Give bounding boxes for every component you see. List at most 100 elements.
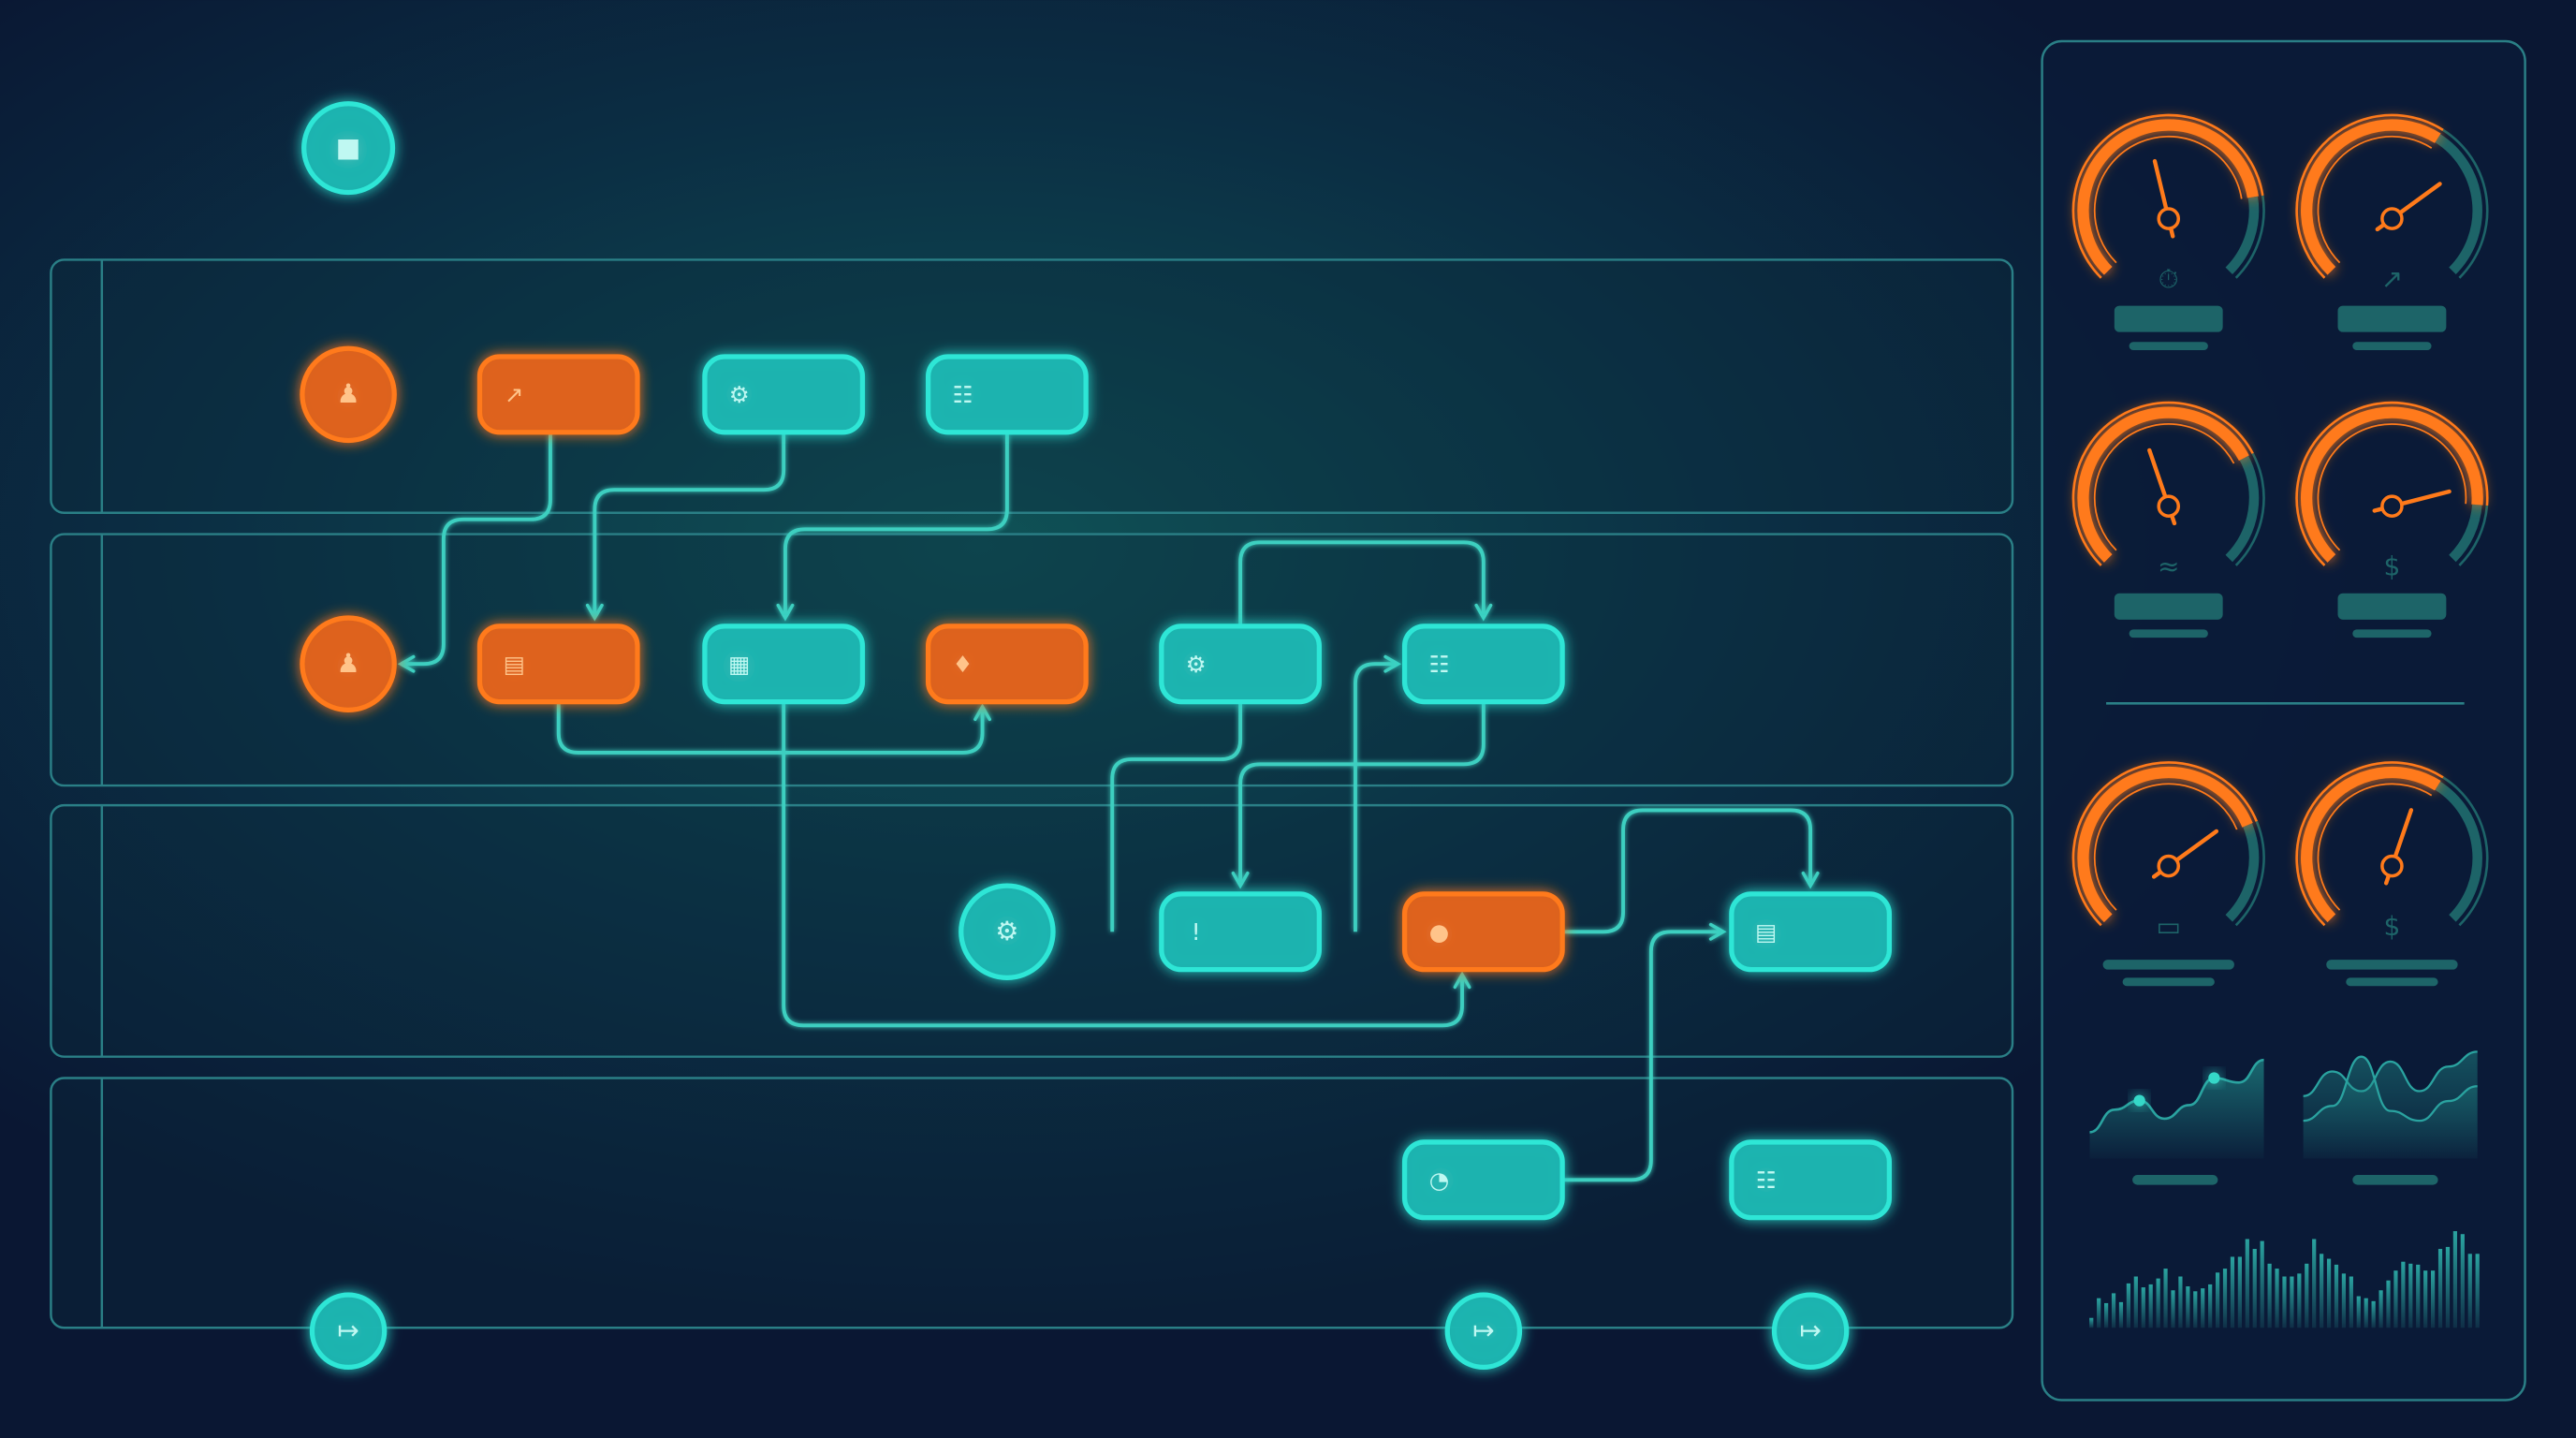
- coins-dollar-icon: $: [2383, 550, 2400, 581]
- histogram-bar: [2267, 1263, 2272, 1328]
- gear-icon: ⚙: [729, 381, 750, 408]
- histogram-bar: [2230, 1256, 2235, 1328]
- gauge: ≈: [2071, 401, 2265, 638]
- node-b[interactable]: ↗: [476, 354, 640, 435]
- histogram-bar: [2222, 1269, 2228, 1328]
- gears-icon: ⚙: [995, 916, 1018, 946]
- sparkline-label-placeholder: [2132, 1175, 2218, 1185]
- connector-c-f: [585, 433, 786, 622]
- metrics-panel-frame: [2041, 39, 2526, 1401]
- gauge-label-placeholder: [2337, 593, 2447, 620]
- sparkline-marker: [2133, 1094, 2145, 1107]
- histogram-bar: [2237, 1256, 2242, 1328]
- gauge-label-placeholder: [2102, 960, 2234, 970]
- histogram-bar: [2305, 1263, 2309, 1328]
- node-x1[interactable]: ↦: [309, 1292, 388, 1371]
- histogram-bar: [2275, 1269, 2279, 1328]
- node-h[interactable]: ♦: [926, 624, 1089, 705]
- alert-cup-icon: !: [1192, 918, 1201, 946]
- process-nodes: ■ ♟ ↗ ⚙ ☷ ♟ ▤ ▦ ♦ ⚙ ☷ ⚙! ● ▤ ◔ ☷ ↦ ↦ ↦: [300, 101, 1892, 1371]
- gauge: ↗: [2295, 113, 2489, 350]
- gauge: $: [2295, 761, 2489, 987]
- node-d[interactable]: ☷: [926, 354, 1089, 435]
- node-x2[interactable]: ↦: [1444, 1292, 1523, 1371]
- histogram-bar: [2416, 1264, 2421, 1328]
- node-x3[interactable]: ↦: [1771, 1292, 1850, 1371]
- histogram-bar: [2423, 1270, 2428, 1328]
- histogram-bar: [2430, 1270, 2436, 1328]
- histogram-bar: [2378, 1290, 2383, 1328]
- node-p[interactable]: ☷: [1729, 1139, 1892, 1221]
- node-j[interactable]: ☷: [1401, 624, 1565, 705]
- node-a[interactable]: ♟: [300, 345, 397, 444]
- node-start[interactable]: ■: [301, 101, 396, 196]
- user-drop-icon: ♦: [952, 651, 973, 678]
- bar-chart-trend-icon: ↗: [505, 381, 524, 408]
- gear-bug-icon: ⚙: [1186, 651, 1207, 678]
- histogram-bar: [2349, 1276, 2353, 1328]
- node-g[interactable]: ▦: [702, 624, 866, 705]
- node-m[interactable]: ●: [1401, 891, 1565, 973]
- connector-o-n: [1563, 922, 1727, 1182]
- histogram-bar: [2401, 1261, 2406, 1328]
- node-i[interactable]: ⚙: [1159, 624, 1322, 705]
- histogram-bar: [2193, 1291, 2198, 1328]
- node-c[interactable]: ⚙: [702, 354, 866, 435]
- stopwatch-icon: ⏱: [2159, 263, 2179, 294]
- growth-chart-icon: ↗: [2381, 263, 2404, 294]
- histogram-bar: [2201, 1288, 2205, 1328]
- histogram-bar: [2475, 1254, 2480, 1328]
- gauge-level-arc: [2301, 406, 2483, 563]
- gauge-label-placeholder: [2326, 960, 2458, 970]
- histogram-bar: [2467, 1254, 2472, 1328]
- calendar-grid-icon: ▦: [728, 651, 750, 678]
- connector-b-e: [397, 433, 552, 673]
- swimlane: [50, 1077, 2014, 1329]
- histogram-bar: [2282, 1276, 2287, 1328]
- histogram-bar: [2334, 1264, 2339, 1328]
- histogram-bar: [2104, 1302, 2109, 1328]
- histogram-bar: [2148, 1284, 2153, 1328]
- histogram-bar: [2445, 1246, 2451, 1328]
- gauge-level-arc: [2301, 766, 2441, 923]
- gauge-sublabel-placeholder: [2352, 629, 2432, 638]
- node-k[interactable]: ⚙: [959, 883, 1056, 981]
- histogram-bar: [2118, 1301, 2124, 1328]
- exit-icon: ↦: [1799, 1315, 1822, 1346]
- node-e[interactable]: ♟: [300, 615, 397, 712]
- histogram-bar: [2393, 1270, 2398, 1328]
- gauge-sublabel-placeholder: [2129, 629, 2208, 638]
- sparkline-left: [2089, 1058, 2264, 1159]
- folder-icon: ▤: [504, 651, 525, 678]
- gauge-sublabel-placeholder: [2122, 977, 2215, 987]
- gauge-level-arc: [2077, 766, 2253, 923]
- coins-dollar-icon: $: [2383, 911, 2400, 942]
- node-l[interactable]: !: [1159, 891, 1322, 973]
- node-n[interactable]: ▤: [1729, 891, 1892, 973]
- histogram-bar: [2356, 1296, 2361, 1328]
- histogram-bar: [2163, 1269, 2168, 1328]
- node-f[interactable]: ▤: [476, 624, 640, 705]
- histogram-bar: [2245, 1239, 2249, 1328]
- histogram-bar: [2290, 1276, 2294, 1328]
- gauge-label-placeholder: [2337, 305, 2447, 332]
- histogram-bar: [2386, 1280, 2391, 1328]
- histogram-bar: [2320, 1254, 2324, 1328]
- exit-icon: ↦: [337, 1315, 359, 1346]
- histogram-bar: [2452, 1231, 2458, 1328]
- org-chart-icon: ☷: [1428, 651, 1449, 678]
- connector-m-n: [1563, 808, 1820, 934]
- gauge-label-placeholder: [2114, 593, 2223, 620]
- histogram-bar: [2408, 1263, 2413, 1328]
- histogram-bar: [2312, 1239, 2317, 1328]
- histogram-bar: [2341, 1273, 2347, 1328]
- gauge: ⏱: [2071, 113, 2265, 350]
- gauge-level-arc: [2077, 406, 2249, 563]
- connector-i-j: [1238, 540, 1493, 625]
- metrics-panel: ⏱↗≈$▭$: [2041, 39, 2526, 1401]
- node-o[interactable]: ◔: [1401, 1139, 1565, 1221]
- histogram-bar: [2364, 1298, 2368, 1328]
- histogram-bar: [2326, 1258, 2332, 1328]
- histogram-bar: [2097, 1298, 2101, 1328]
